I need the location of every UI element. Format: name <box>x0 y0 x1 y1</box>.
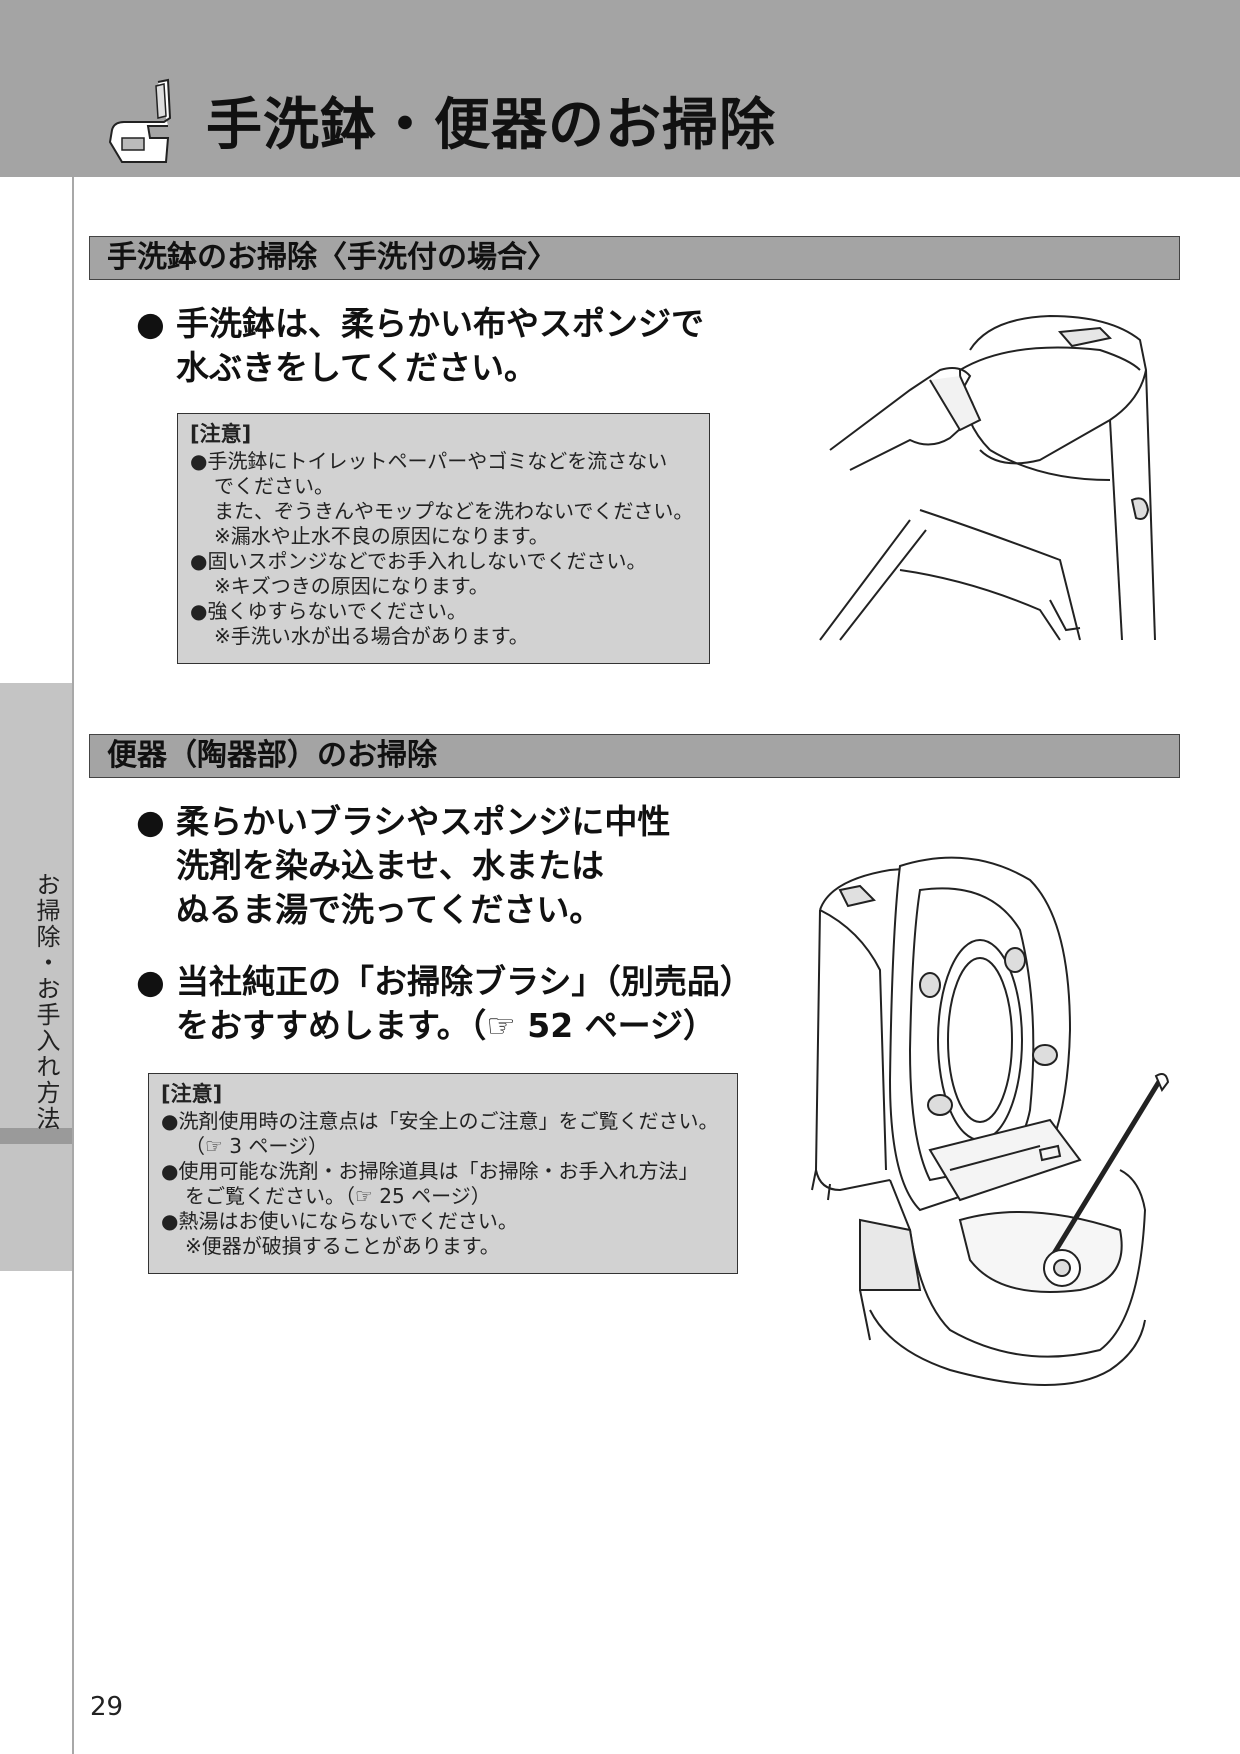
bullet-marker: ● <box>136 962 165 1001</box>
hand-wiping-bowl-illustration <box>819 314 1156 641</box>
bullet-line: 洗剤を染み込ませ、水または <box>176 846 605 885</box>
caution-line: ●手洗鉢にトイレットペーパーやゴミなどを流さない <box>190 449 668 473</box>
caution-box-bowl: [注意] ●手洗鉢にトイレットペーパーやゴミなどを流さない でください。 また、… <box>177 413 710 664</box>
header-band <box>0 0 1240 177</box>
caution-line: でください。 <box>214 474 334 498</box>
caution-line: ●洗剤使用時の注意点は「安全上のご注意」をご覧ください。 <box>161 1109 719 1133</box>
bullet-wipe-bowl: ● 手洗鉢は、柔らかい布やスポンジで 水ぶきをしてください。 <box>136 302 704 390</box>
caution-line: ●熱湯はお使いにならないでください。 <box>161 1209 518 1233</box>
caution-line: ※手洗い水が出る場合があります。 <box>214 624 529 648</box>
section-heading-toilet: 便器（陶器部）のお掃除 <box>89 734 1180 778</box>
bullet-brush-detergent: ● 柔らかいブラシやスポンジに中性 洗剤を染み込ませ、水または ぬるま湯で洗ってく… <box>136 800 670 932</box>
caution-line: ●強くゆすらないでください。 <box>190 599 467 623</box>
caution-line: また、ぞうきんやモップなどを洗わないでください。 <box>214 499 694 523</box>
side-tab[interactable] <box>0 683 72 1271</box>
toilet-brush-illustration <box>811 856 1170 1386</box>
side-tab-label: お掃除・お手入れ方法 <box>32 872 60 1132</box>
left-rule <box>72 177 74 1754</box>
page-title: 手洗鉢・便器のお掃除 <box>206 93 776 158</box>
page-number: 29 <box>90 1692 124 1722</box>
bullet-line: 水ぶきをしてください。 <box>176 348 538 387</box>
caution-line: ※キズつきの原因になります。 <box>214 574 489 598</box>
caution-line-page-link[interactable]: （☞ 3 ページ） <box>185 1134 328 1158</box>
toilet-icon <box>108 78 172 163</box>
bullet-line: 手洗鉢は、柔らかい布やスポンジで <box>176 304 704 343</box>
caution-line: ※便器が破損することがあります。 <box>185 1234 500 1258</box>
bullet-marker: ● <box>136 304 165 343</box>
section-heading-bowl: 手洗鉢のお掃除〈手洗付の場合〉 <box>89 236 1180 280</box>
caution-title: [注意] <box>161 1082 223 1106</box>
caution-line: ●固いスポンジなどでお手入れしないでください。 <box>190 549 647 573</box>
bullet-line: ぬるま湯で洗ってください。 <box>176 890 603 929</box>
bullet-recommend-brush: ● 当社純正の「お掃除ブラシ」（別売品） をおすすめします。（☞ 52 ページ） <box>136 960 753 1048</box>
caution-title: [注意] <box>190 422 252 446</box>
bullet-marker: ● <box>136 802 165 841</box>
bullet-line: 柔らかいブラシやスポンジに中性 <box>176 802 671 841</box>
bullet-line: 当社純正の「お掃除ブラシ」（別売品） <box>176 962 753 1001</box>
bullet-line-page-link[interactable]: をおすすめします。（☞ 52 ページ） <box>176 1006 717 1045</box>
caution-line-page-link[interactable]: をご覧ください。（☞ 25 ページ） <box>185 1184 491 1208</box>
side-tab-marker <box>0 1128 72 1144</box>
caution-box-toilet: [注意] ●洗剤使用時の注意点は「安全上のご注意」をご覧ください。 （☞ 3 ペ… <box>148 1073 738 1274</box>
caution-line: ※漏水や止水不良の原因になります。 <box>214 524 549 548</box>
caution-line: ●使用可能な洗剤・お掃除道具は「お掃除・お手入れ方法」 <box>161 1159 699 1183</box>
